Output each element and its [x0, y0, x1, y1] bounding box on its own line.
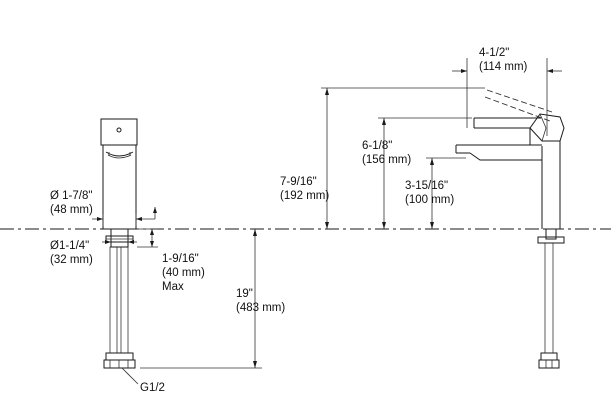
- front-aerator-inner: [107, 154, 132, 159]
- deck-thickness-label: 1-9/16": [162, 253, 199, 265]
- deck-thickness-dimension: [137, 228, 158, 248]
- front-fitting-bottom: [103, 359, 136, 369]
- spout-height-label: 6-1/8": [362, 140, 392, 152]
- spout-diameter-label: Ø 1-7/8": [50, 190, 92, 202]
- side-body: [541, 141, 561, 229]
- shank-diameter-dimension: [102, 240, 137, 244]
- outlet-height-mm-label: (100 mm): [405, 194, 454, 206]
- deck-thickness-mm-label: (40 mm): [162, 267, 205, 279]
- front-handle-indicator: [116, 127, 122, 133]
- connection-leader: [121, 367, 139, 385]
- hose-length-mm-label: (483 mm): [236, 302, 285, 314]
- reach-label: 4-1/2": [479, 47, 509, 59]
- reach-dimension: [452, 58, 562, 136]
- front-shank: [110, 228, 129, 248]
- connection-label: G1/2: [140, 382, 165, 394]
- deck-thickness-note-label: Max: [162, 281, 184, 293]
- hose-length-label: 19": [236, 288, 253, 300]
- total-height-dimension: [321, 87, 485, 229]
- side-hose: [544, 242, 554, 354]
- front-hose-left: [109, 246, 118, 354]
- front-hose-right: [120, 246, 129, 354]
- side-shank: [545, 228, 557, 240]
- spout-diameter-dimension: [92, 207, 157, 226]
- side-view: [455, 89, 565, 369]
- shank-diameter-label: Ø1-1/4": [50, 240, 89, 252]
- shank-diameter-mm-label: (32 mm): [50, 254, 93, 266]
- spout-height-dimension: [378, 117, 472, 229]
- total-height-label: 7-9/16": [280, 176, 317, 188]
- front-aerator: [105, 151, 134, 157]
- side-fitting-top: [540, 352, 558, 361]
- reach-mm-label: (114 mm): [479, 61, 528, 73]
- front-view: [100, 118, 139, 385]
- side-fitting-bottom: [538, 359, 560, 369]
- outlet-height-label: 3-15/16": [405, 180, 448, 192]
- side-nut: [537, 236, 565, 244]
- spout-diameter-mm-label: (48 mm): [50, 204, 93, 216]
- spout-height-mm-label: (156 mm): [362, 154, 411, 166]
- side-lever-ghost: [484, 89, 553, 122]
- outlet-height-dimension: [426, 157, 466, 229]
- hose-length-dimension: [140, 229, 262, 369]
- front-fitting-top: [105, 352, 134, 361]
- total-height-mm-label: (192 mm): [280, 190, 329, 202]
